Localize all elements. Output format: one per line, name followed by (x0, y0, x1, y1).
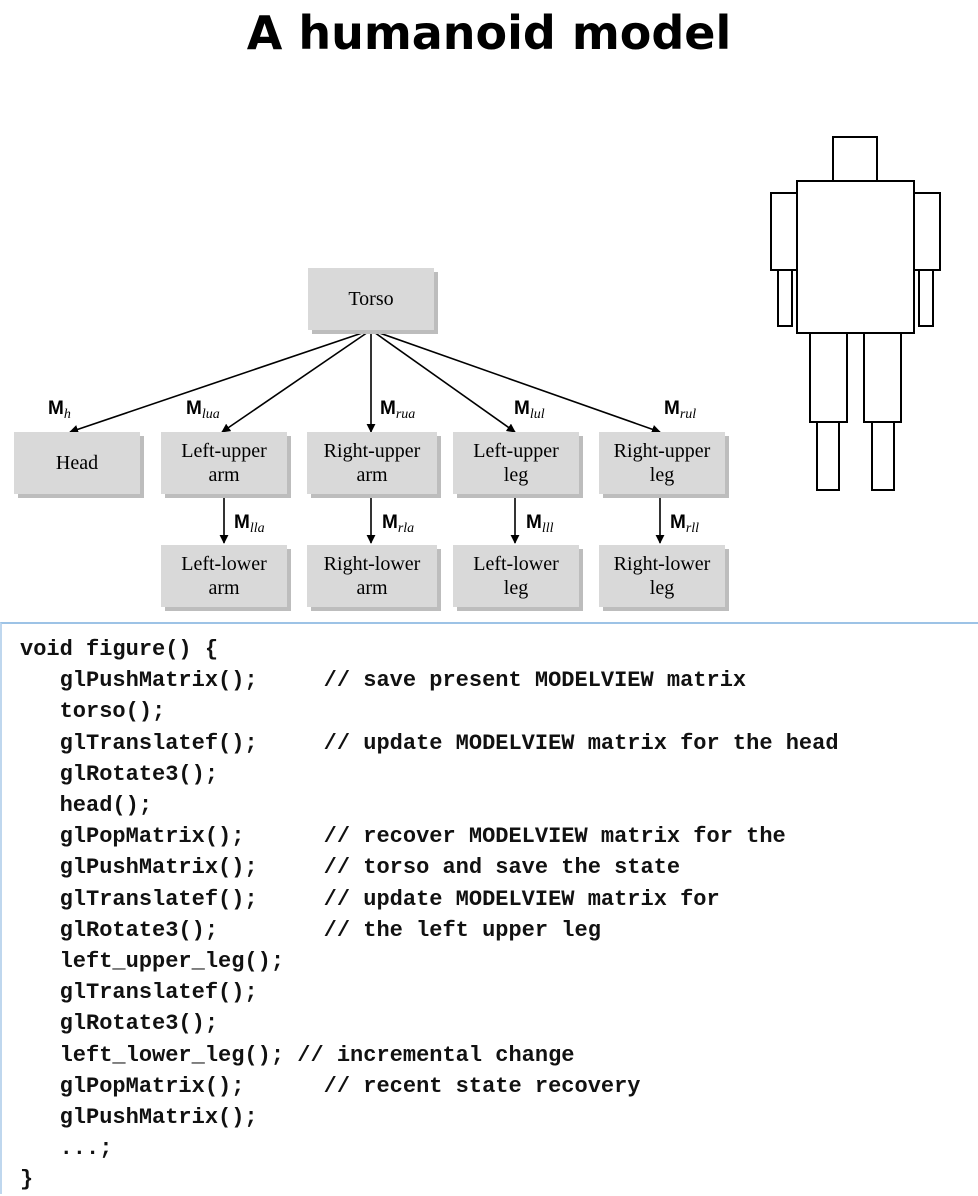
code-line: glPushMatrix(); // torso and save the st… (20, 855, 681, 881)
code-line: glRotate3(); (20, 1011, 219, 1037)
node-left-upper-arm: Left-upper arm (161, 432, 287, 494)
matrix-label-right-upper-arm: Mrua (380, 398, 416, 422)
figure-head (832, 136, 878, 182)
matrix-label-right-lower-leg: Mrll (670, 512, 700, 536)
code-line: torso(); (20, 699, 166, 725)
matrix-label-left-lower-leg: Mlll (526, 512, 554, 536)
code-line: glTranslatef(); // update MODELVIEW matr… (20, 886, 720, 912)
code-line: glTranslatef(); // update MODELVIEW matr… (20, 730, 839, 756)
code-line: glTranslatef(); (20, 980, 258, 1006)
code-line: } (20, 1167, 34, 1193)
code-line: left_lower_leg(); // incremental change (20, 1042, 575, 1068)
node-right-upper-leg: Right-upper leg (599, 432, 725, 494)
code-line: head(); (20, 793, 153, 819)
code-line: glPopMatrix(); // recent state recovery (20, 1073, 641, 1099)
slide-title: A humanoid model (246, 6, 732, 60)
matrix-label-left-upper-leg: Mlul (514, 398, 545, 422)
matrix-label-right-upper-leg: Mrul (664, 398, 697, 422)
code-line: glPopMatrix(); // recover MODELVIEW matr… (20, 824, 786, 850)
edge-torso-to-right-upper-leg (370, 329, 661, 434)
figure-left-upper-leg (809, 332, 848, 423)
node-right-upper-arm: Right-upper arm (307, 432, 437, 494)
code-line: glPushMatrix(); // save present MODELVIE… (20, 668, 747, 694)
figure-right-lower-arm (918, 269, 934, 327)
matrix-label-head: Mh (48, 398, 71, 422)
figure-right-upper-leg (863, 332, 902, 423)
matrix-label-left-upper-arm: Mlua (186, 398, 220, 422)
edge-torso-to-left-upper-arm (221, 329, 372, 433)
code-panel: void figure() { glPushMatrix(); // save … (0, 622, 978, 1194)
code-line: left_upper_leg(); (20, 949, 285, 975)
figure-torso (796, 180, 915, 334)
node-right-lower-arm: Right-lower arm (307, 545, 437, 607)
code-line: glPushMatrix(); (20, 1105, 258, 1131)
node-torso: Torso (308, 268, 434, 330)
edge-torso-to-head (69, 329, 372, 434)
figure-left-lower-arm (777, 269, 793, 327)
matrix-label-right-lower-arm: Mrla (382, 512, 415, 536)
figure-right-lower-leg (871, 421, 895, 491)
code-line: void figure() { (20, 637, 219, 662)
tree-edges (69, 329, 665, 544)
matrix-label-left-lower-arm: Mlla (234, 512, 265, 536)
figure-left-lower-leg (816, 421, 840, 491)
code-line: glRotate3(); (20, 761, 219, 787)
figure-left-upper-arm (770, 192, 798, 271)
node-left-lower-leg: Left-lower leg (453, 545, 579, 607)
humanoid-figure (770, 136, 941, 491)
figure-right-upper-arm (913, 192, 941, 271)
edge-torso-to-left-upper-leg (370, 329, 516, 433)
code-line: glRotate3(); // the left upper leg (20, 917, 601, 943)
code-block: void figure() { glPushMatrix(); // save … (20, 634, 839, 1196)
code-line: ...; (20, 1136, 113, 1162)
node-left-upper-leg: Left-upper leg (453, 432, 579, 494)
node-head: Head (14, 432, 140, 494)
node-left-lower-arm: Left-lower arm (161, 545, 287, 607)
node-right-lower-leg: Right-lower leg (599, 545, 725, 607)
